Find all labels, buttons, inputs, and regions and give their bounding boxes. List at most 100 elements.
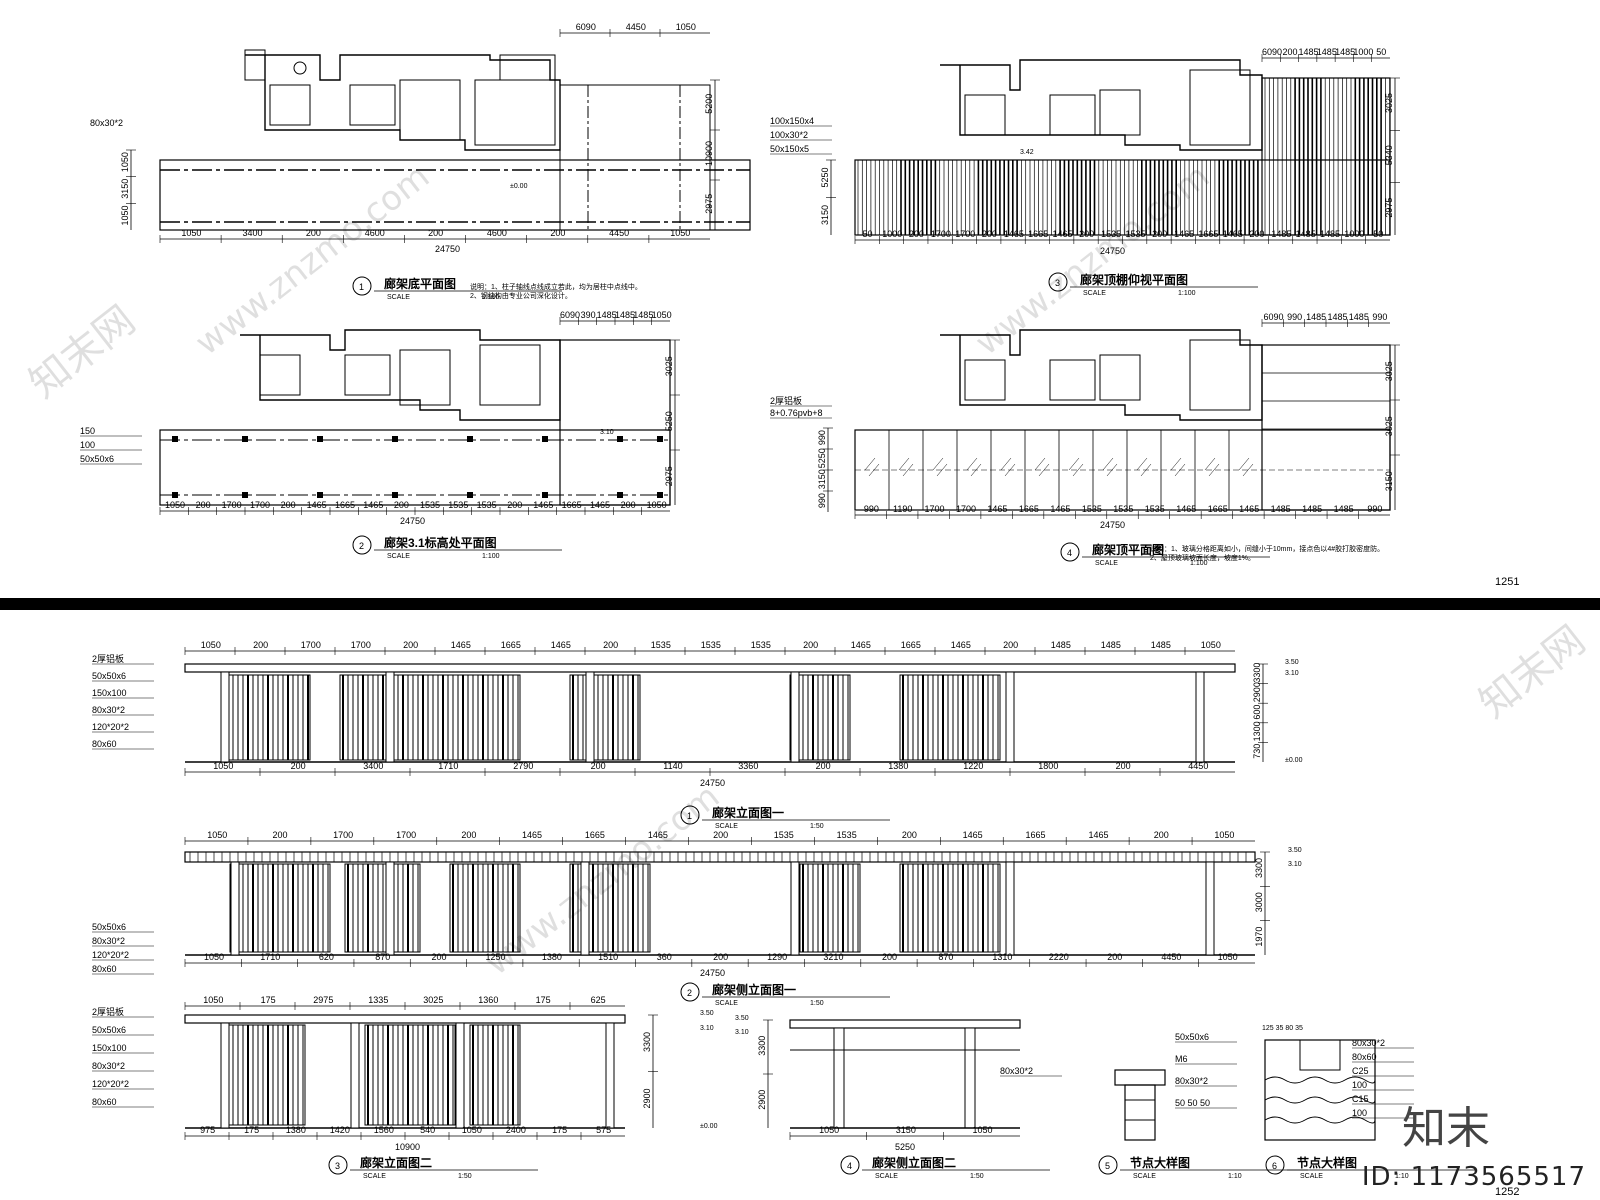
plan1-bottom-dim-value: 200 [306, 228, 321, 238]
plan3-bottom-dim-value: 200 [982, 229, 997, 239]
plan4-bottom-dim-value: 1465 [987, 504, 1007, 514]
plan4-bottom-dim-value: 1190 [893, 504, 912, 514]
elev3-callout: 2厚铝板 [92, 1006, 124, 1017]
elev4-number: 4 [847, 1161, 852, 1171]
detail6-callout: 100 [1352, 1108, 1367, 1118]
elev1-top-dim-value: 1050 [1201, 640, 1221, 650]
column [172, 436, 178, 442]
elev2-bottom-dim-value: 1310 [992, 952, 1012, 962]
plan2-top-dim-value: 1485 [633, 310, 653, 320]
column [172, 492, 178, 498]
elev1-screen-frame [339, 674, 521, 761]
plan-2-level-plan [159, 329, 671, 506]
column [542, 436, 548, 442]
plan-4-note-line-1: 说明：1、玻璃分格距离如小，间缝小于10mm，接点色以4#胶打胶密度防。 [1150, 546, 1385, 553]
elev3-bottom-dim-value: 975 [200, 1125, 215, 1135]
elev1-column [1005, 671, 1015, 763]
plan3-number: 3 [1055, 278, 1060, 288]
plan3-bottom-dim-value: 1485 [1296, 229, 1316, 239]
elev2-bottom-dim-value: 1050 [1218, 952, 1238, 962]
plan3-callout: 50x150x5 [770, 144, 809, 154]
elev1-top-dim-value: 200 [403, 640, 418, 650]
elev2-callout: 50x50x6 [92, 922, 126, 932]
glass-hatch [1170, 457, 1182, 471]
elev3-callout: 80x30*2 [92, 1061, 125, 1071]
elev2-bottom-dim-value: 200 [882, 952, 897, 962]
column [542, 492, 548, 498]
plan4-bottom-dim-value: 1485 [1271, 504, 1291, 514]
elev2-top-dim-value: 1700 [333, 830, 353, 840]
elev2-bottom-dim-value: 200 [1107, 952, 1122, 962]
elev2-bottom-dim-value: 4450 [1161, 952, 1181, 962]
plan2-title: 廊架3.1标高处平面图 [384, 535, 497, 550]
elev1-top-dim-value: 1535 [701, 640, 721, 650]
plan3-bottom-dim-value: 1465 [1053, 229, 1073, 239]
elev2-height-value: 3000 [1254, 892, 1264, 912]
plan2-top-dim-value: 1050 [652, 310, 672, 320]
plan4-right-dim-value: 3025 [1384, 416, 1394, 436]
plan1-left-dim-value: 3150 [120, 179, 130, 199]
plan3-bottom-dim-value: 1700 [931, 229, 951, 239]
plan4-number: 4 [1067, 548, 1072, 558]
plan1-bottom-dim-value: 4450 [609, 228, 629, 238]
elev2-top-dim-value: 200 [1154, 830, 1169, 840]
plan4-left-dim-value: 990 [817, 430, 827, 445]
plan1-bottom-dim-value: 1050 [670, 228, 690, 238]
elev1-top-dim-value: 200 [603, 640, 618, 650]
plan2-right-dim-value: 5250 [664, 411, 674, 431]
plan2-bottom-dim-value: 1665 [562, 500, 582, 510]
glass-hatch [1208, 463, 1220, 477]
plan1-left-dim-value: 1050 [120, 152, 130, 172]
elev3-top-dim-value: 3025 [423, 995, 443, 1005]
elev1-scale: 1:50 [810, 823, 824, 830]
elev3-height-value: 3300 [642, 1032, 652, 1052]
plan1-bottom-dim-value: 3400 [242, 228, 262, 238]
plan2-number: 2 [359, 541, 364, 551]
elev2-bottom-dim-value: 620 [319, 952, 334, 962]
elev4-level: 3.10 [735, 1029, 749, 1036]
elev1-level: 3.10 [1285, 670, 1299, 677]
plan3-top-dim-value: 1485 [1299, 47, 1319, 57]
plan3-bottom-dim-value: 1465 [1223, 229, 1243, 239]
elev1-top-dim-value: 1465 [551, 640, 571, 650]
plan2-level: 3.10 [600, 429, 614, 436]
plan2-bottom-dim-value: 1665 [335, 500, 355, 510]
elev1-top-dim-value: 1535 [751, 640, 771, 650]
elev2-screen-frame [899, 863, 1001, 953]
detail5-callout: 80x30*2 [1175, 1076, 1208, 1086]
elev1-height-value: 730 [1252, 744, 1262, 759]
plan-1-note-line-2: 2、钢结构由专业公司深化设计。 [470, 293, 572, 300]
column [317, 492, 323, 498]
plan2-bottom-dim-value: 200 [507, 500, 522, 510]
plan3-scale-label: SCALE [1083, 290, 1106, 297]
elev3-bottom-dim-value: 175 [244, 1125, 259, 1135]
elev2-bottom-dim-value: 360 [657, 952, 672, 962]
detail5-callout: 50x50x6 [1175, 1032, 1209, 1042]
plan3-bottom-dim-value: 1665 [1198, 229, 1218, 239]
elev4-height-value: 3300 [757, 1036, 767, 1056]
plan1-title: 廊架底平面图 [384, 276, 456, 291]
plan1-right-dim-value: 2975 [704, 194, 714, 214]
elev1-column [790, 671, 800, 763]
plan4-title: 廊架顶平面图 [1092, 542, 1164, 557]
elev2-top-dim-value: 1050 [1214, 830, 1234, 840]
plan-4-roof-plan [854, 329, 1391, 511]
elev2-top-dim-value: 1665 [1026, 830, 1046, 840]
image-id-label: ID: 1173565517 [1361, 1162, 1586, 1192]
plan4-right-dim-value: 3150 [1384, 471, 1394, 491]
elev1-callout: 80x30*2 [92, 705, 125, 715]
elev4-total: 5250 [895, 1142, 915, 1152]
plan3-top-dim-value: 1000 [1353, 47, 1373, 57]
plan3-total: 24750 [1100, 246, 1125, 256]
elev1-top-dim-value: 1465 [951, 640, 971, 650]
elev2-top-dim-value: 1465 [522, 830, 542, 840]
detail6-scale-label: SCALE [1300, 1173, 1323, 1180]
elev2-level: 3.10 [1288, 861, 1302, 868]
plan4-scale: 1:100 [1190, 560, 1208, 567]
plan1-bottom-dim-value: 1050 [181, 228, 201, 238]
glass-hatch [1072, 463, 1084, 477]
column [317, 436, 323, 442]
plan4-left-dim-value: 3150 [817, 469, 827, 489]
plan3-top-dim-value: 50 [1376, 47, 1386, 57]
